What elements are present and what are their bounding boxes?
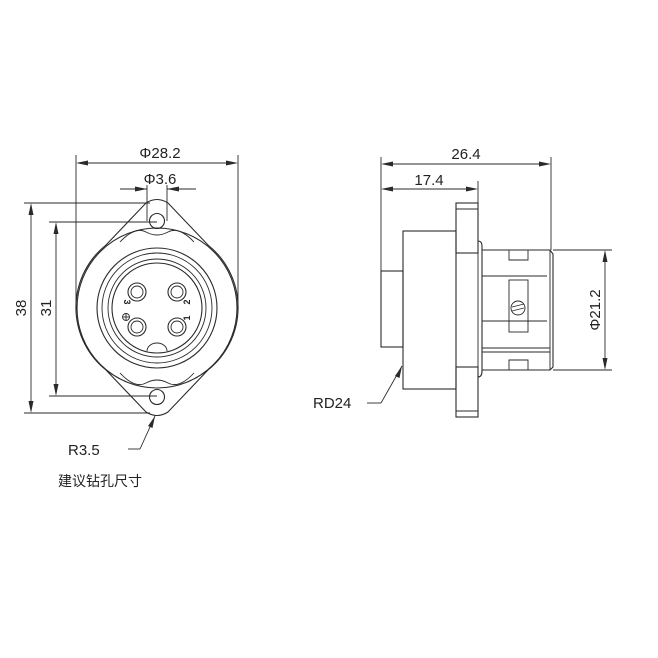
bottom-notch [508, 359, 529, 370]
svg-text:26.4: 26.4 [451, 146, 480, 163]
top-notch [508, 250, 529, 261]
pin-ground [127, 317, 147, 337]
svg-text:38: 38 [13, 300, 30, 317]
rear-cap [380, 270, 404, 348]
dim-front-diameter: Φ21.2 [553, 249, 612, 371]
side-view: 26.4 17.4 Φ21.2 RD24 [313, 146, 612, 418]
rear-body [402, 230, 457, 390]
drill-size-note: 建议钻孔尺寸 [58, 474, 142, 490]
flange-outline [75, 198, 239, 417]
front-cylinder [482, 249, 554, 371]
mounting-hole-bottom [148, 388, 166, 406]
panel-plate [477, 240, 483, 378]
pin-label-1: 1 [182, 315, 192, 320]
key-notch [146, 342, 168, 352]
insert-circle [111, 262, 203, 354]
ring-circle-3 [107, 258, 207, 358]
dim-total-height: 38 [13, 202, 150, 414]
dim-hole-diameter: Φ3.6 [120, 171, 196, 221]
screw-slot [508, 279, 529, 333]
flange-inner-bottom [119, 372, 195, 386]
svg-text:RD24: RD24 [313, 395, 351, 412]
svg-text:Φ21.2: Φ21.2 [587, 289, 604, 330]
svg-text:R3.5: R3.5 [68, 442, 100, 459]
outer-circle [76, 227, 238, 389]
pin-label-3: 3 [122, 299, 132, 304]
ground-symbol-icon [122, 313, 130, 321]
dim-hole-spacing: 31 [38, 221, 157, 397]
svg-text:17.4: 17.4 [414, 172, 443, 189]
dim-corner-radius: R3.5 [68, 415, 156, 459]
mounting-hole-top [148, 212, 166, 230]
flange-bottom [455, 366, 479, 418]
flange-top [455, 202, 479, 254]
ring-circle-1 [96, 247, 218, 369]
dim-rear-shape: RD24 [313, 365, 403, 412]
pin-1 [167, 317, 187, 337]
screw-icon [510, 300, 526, 316]
pin-label-2: 2 [182, 299, 192, 304]
dim-outer-diameter: Φ28.2 [75, 145, 239, 308]
ring-circle-2 [101, 252, 213, 364]
svg-text:31: 31 [38, 300, 55, 317]
dim-total-length: 26.4 [380, 146, 552, 271]
pin-2 [167, 282, 187, 302]
pin-3 [127, 282, 147, 302]
svg-text:Φ28.2: Φ28.2 [139, 145, 180, 162]
dim-flange-length: 17.4 [381, 172, 479, 203]
svg-text:Φ3.6: Φ3.6 [144, 171, 177, 188]
front-view: 3 2 1 Φ28.2 Φ3.6 [13, 145, 239, 490]
